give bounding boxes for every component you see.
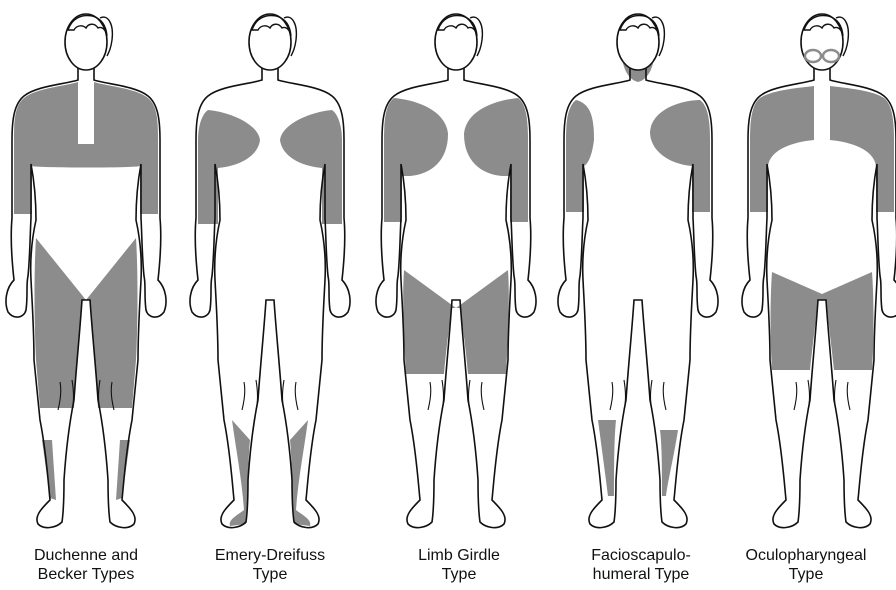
caption-facioscapulohumeral: Facioscapulo- humeral Type [551, 546, 731, 584]
affected-region [650, 100, 710, 212]
caption-duchenne: Duchenne and Becker Types [0, 546, 176, 584]
caption-emery-dreifuss: Emery-Dreifuss Type [180, 546, 360, 584]
caption-oculopharyngeal: Oculopharyngeal Type [716, 546, 896, 584]
affected-region [198, 110, 260, 224]
affected-region [280, 110, 342, 224]
affected-region [566, 100, 594, 212]
affected-region [42, 440, 130, 500]
figure-emery-dreifuss [190, 14, 350, 528]
caption-limb-girdle: Limb Girdle Type [369, 546, 549, 584]
affected-region [403, 270, 509, 374]
figure-duchenne [6, 14, 166, 528]
affected-region [830, 86, 894, 212]
figure-limb-girdle [376, 14, 536, 528]
affected-region [750, 86, 814, 212]
affected-region [464, 98, 528, 222]
figure-facioscapulohumeral [558, 14, 718, 528]
figure-oculopharyngeal [742, 14, 896, 528]
affected-region [598, 420, 678, 496]
affected-region [771, 272, 874, 370]
affected-region [384, 98, 448, 222]
affected-region [35, 238, 138, 408]
affected-region [230, 420, 311, 526]
